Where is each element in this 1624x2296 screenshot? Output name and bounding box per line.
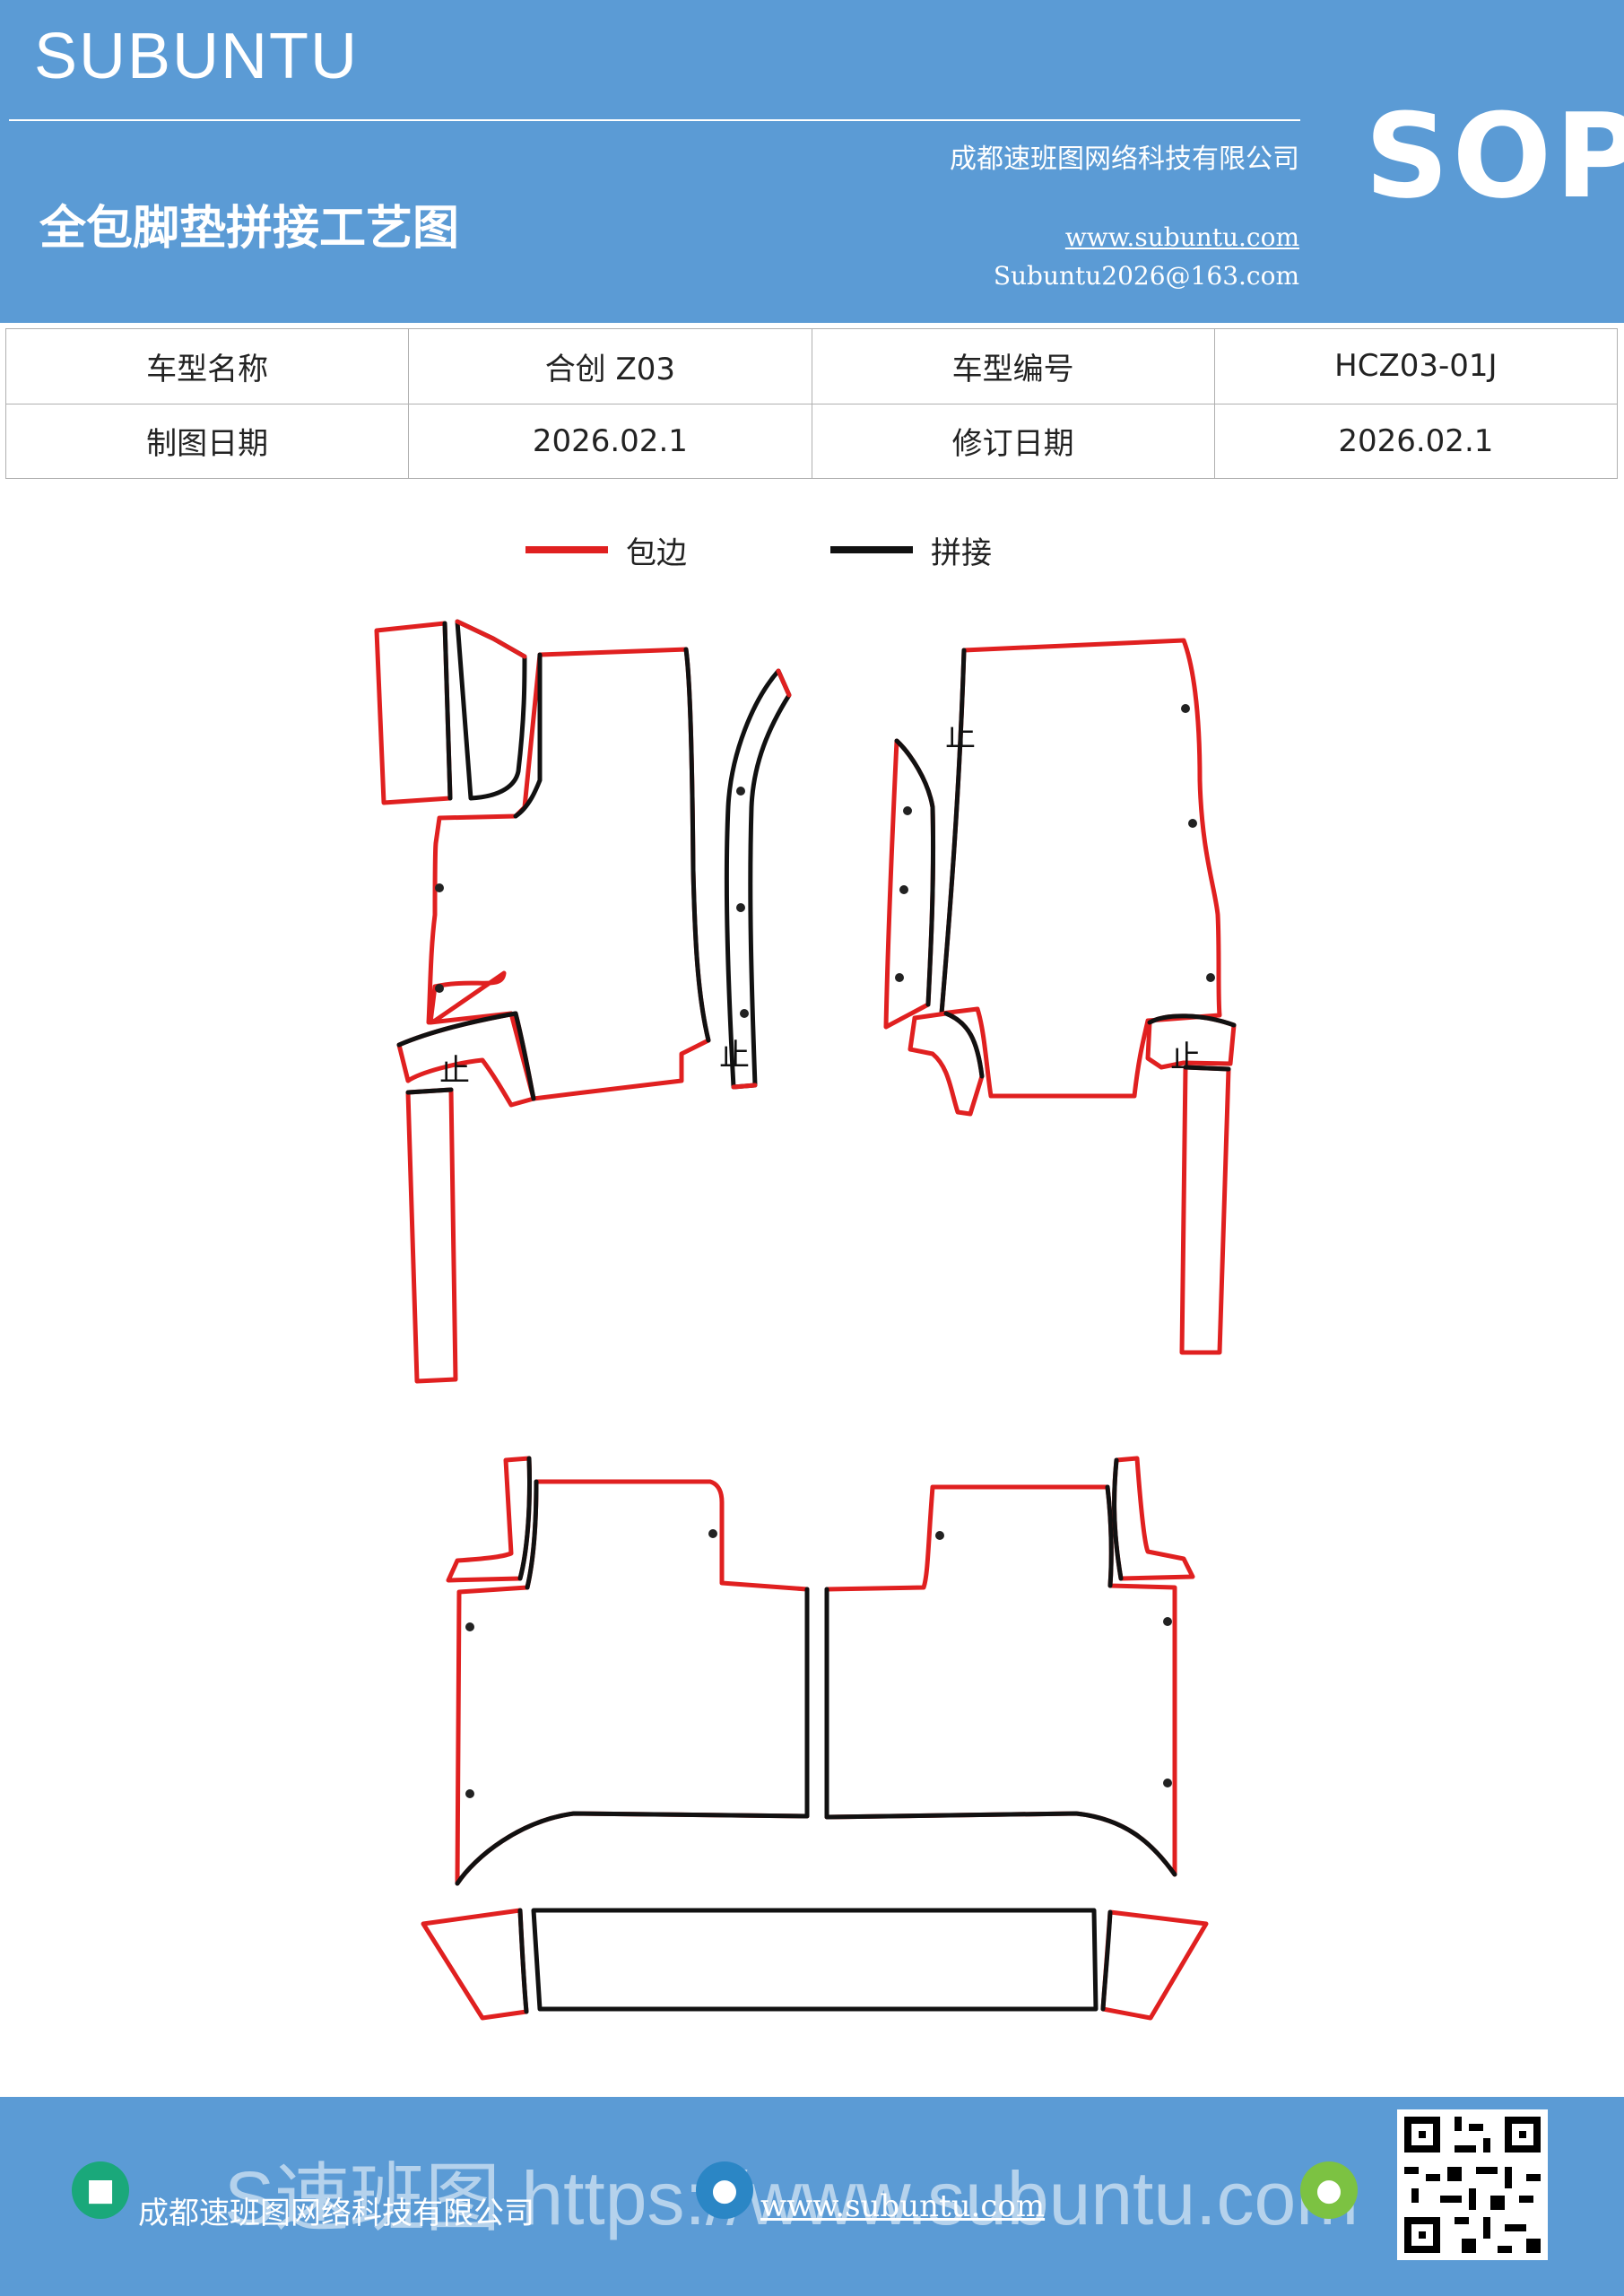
legend-edge: 包边 [525, 527, 687, 572]
model-code-value: HCZ03-01J [1213, 328, 1619, 404]
model-name-value: 合创 Z03 [408, 328, 812, 404]
mat-piece-driver-heel [396, 1011, 536, 1108]
website-link[interactable]: www.subuntu.com [1064, 222, 1299, 252]
mat-piece-passenger-corner [1145, 1013, 1237, 1070]
info-table: 车型名称 合创 Z03 车型编号 HCZ03-01J 制图日期 2026.02.… [4, 328, 1619, 479]
model-name-label: 车型名称 [4, 328, 410, 404]
legend-seam-label: 拼接 [931, 535, 992, 571]
table-row: 车型名称 合创 Z03 车型编号 HCZ03-01J [4, 328, 1619, 404]
model-code-label: 车型编号 [811, 328, 1215, 404]
footer-website-link[interactable]: www.subuntu.com [760, 2188, 1046, 2224]
fastener-dots [435, 704, 1215, 1798]
mat-piece-rear-left-main [455, 1479, 810, 1886]
header-divider [9, 119, 1300, 121]
footer-watermark: S速班图 https://www.subuntu.com [224, 2156, 1359, 2240]
mat-piece-upper-left-small [374, 621, 453, 805]
draw-date-value: 2026.02.1 [408, 403, 812, 479]
mat-piece-rear-strip-centre [531, 1908, 1099, 2012]
qr-code [1397, 2109, 1548, 2260]
legend-edge-label: 包边 [626, 535, 687, 571]
legend-seam-swatch [830, 546, 913, 553]
draw-date-label: 制图日期 [4, 403, 410, 479]
email-address: Subuntu2026@163.com [993, 261, 1299, 291]
brand-name: SUBUNTU [34, 21, 360, 92]
mat-piece-rear-left-small [446, 1456, 533, 1583]
stop-mark: 止 [1170, 1039, 1201, 1075]
mat-piece-rear-strip-right [1100, 1909, 1209, 2021]
globe-icon: ● [696, 2161, 753, 2219]
mat-piece-rear-right-main [824, 1484, 1177, 1877]
mat-piece-upper-left-strip [455, 619, 527, 801]
floor-mat-diagram: 止 止 止 止 [374, 619, 1237, 2021]
mat-piece-rear-strip-left [421, 1908, 529, 2021]
revision-date-value: 2026.02.1 [1213, 403, 1619, 479]
table-row: 制图日期 2026.02.1 修订日期 2026.02.1 [4, 403, 1619, 479]
page-title: 全包脚垫拼接工艺图 [39, 202, 460, 256]
revision-date-label: 修订日期 [811, 403, 1215, 479]
stop-marks: 止 止 止 止 [439, 718, 1201, 1089]
stop-mark: 止 [945, 718, 976, 754]
mat-piece-passenger-heel [908, 1011, 985, 1117]
mat-piece-left-pillar [405, 1087, 458, 1384]
mat-piece-driver-main [426, 647, 711, 1101]
building-icon: ■ [72, 2161, 129, 2219]
stop-mark: 止 [439, 1053, 470, 1089]
mat-piece-passenger-door-strip [883, 738, 936, 1030]
mat-piece-driver-door-strip [724, 668, 792, 1090]
mat-piece-right-pillar [1179, 1065, 1231, 1355]
mat-piece-passenger-main [939, 638, 1222, 1099]
header-banner [0, 0, 1624, 323]
footer-company: 成都速班图网络科技有限公司 [138, 2196, 534, 2231]
legend-edge-swatch [525, 546, 608, 553]
mat-piece-rear-right-small [1112, 1456, 1195, 1581]
legend-seam: 拼接 [830, 527, 992, 572]
sop-badge: SOP [1365, 88, 1624, 224]
wechat-icon[interactable]: ● [1300, 2161, 1358, 2219]
stop-mark: 止 [719, 1038, 750, 1074]
company-name: 成都速班图网络科技有限公司 [950, 144, 1299, 175]
